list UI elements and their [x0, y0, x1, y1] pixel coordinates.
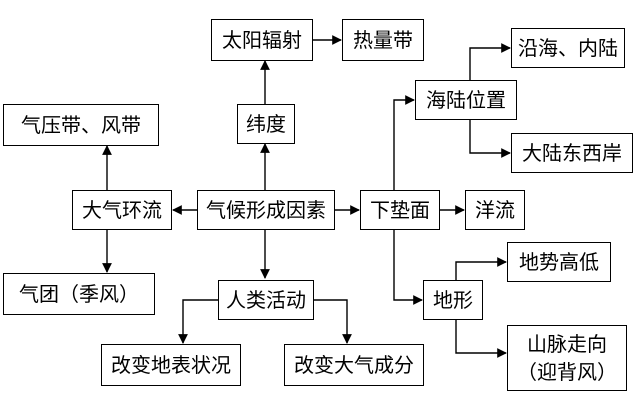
node-label: 沿海、内陆	[518, 36, 618, 60]
arrow-sea-land-to-coastal	[469, 43, 511, 80]
node-atmospheric-circulation: 大气环流	[72, 190, 172, 230]
node-pressure-wind-belts: 气压带、风带	[3, 104, 159, 146]
arrow-surface-to-terrain	[393, 230, 423, 305]
node-label-line1: 山脉走向	[527, 332, 607, 356]
node-latitude: 纬度	[237, 104, 295, 144]
node-sea-land-position: 海陆位置	[415, 80, 517, 120]
node-climate-factors: 气候形成因素	[197, 190, 335, 230]
node-label: 地形	[433, 288, 473, 312]
node-label: 纬度	[246, 112, 286, 136]
arrow-terrain-to-elevation	[455, 257, 507, 280]
node-label: 地势高低	[519, 250, 599, 274]
node-label: 大气环流	[82, 198, 162, 222]
node-label: 气压带、风带	[21, 113, 141, 137]
node-air-mass: 气团（季风）	[3, 273, 155, 315]
node-elevation: 地势高低	[507, 242, 611, 282]
node-label: 大陆东西岸	[522, 141, 622, 165]
node-coastal-inland: 沿海、内陆	[511, 28, 625, 68]
node-ocean-currents: 洋流	[465, 190, 525, 230]
node-underlying-surface: 下垫面	[360, 190, 440, 230]
node-label: 下垫面	[370, 198, 430, 222]
node-change-atmosphere: 改变大气成分	[284, 344, 424, 386]
arrow-human-to-change-surface	[178, 299, 218, 344]
node-continent-coasts: 大陆东西岸	[511, 133, 633, 173]
node-label: 人类活动	[226, 288, 306, 312]
node-label-line2: （迎背风）	[517, 360, 617, 384]
node-label: 气候形成因素	[206, 198, 326, 222]
arrow-human-to-change-atmosphere	[314, 299, 352, 344]
node-label: 热量带	[353, 28, 413, 52]
node-label: 洋流	[475, 198, 515, 222]
node-heat-zones: 热量带	[342, 19, 424, 61]
arrow-sea-land-to-coasts	[469, 120, 511, 158]
node-label: 改变大气成分	[294, 353, 414, 377]
arrow-surface-to-sea-land	[393, 95, 415, 190]
node-mountain-direction: 山脉走向 （迎背风）	[507, 325, 627, 391]
node-label: 太阳辐射	[222, 28, 302, 52]
node-change-surface: 改变地表状况	[101, 344, 241, 386]
node-label: 海陆位置	[426, 88, 506, 112]
node-label: 改变地表状况	[111, 353, 231, 377]
node-terrain: 地形	[423, 280, 483, 320]
node-human-activity: 人类活动	[218, 280, 314, 320]
arrow-terrain-to-mountain	[455, 320, 507, 358]
node-solar-radiation: 太阳辐射	[211, 19, 313, 61]
node-label: 气团（季风）	[19, 282, 139, 306]
